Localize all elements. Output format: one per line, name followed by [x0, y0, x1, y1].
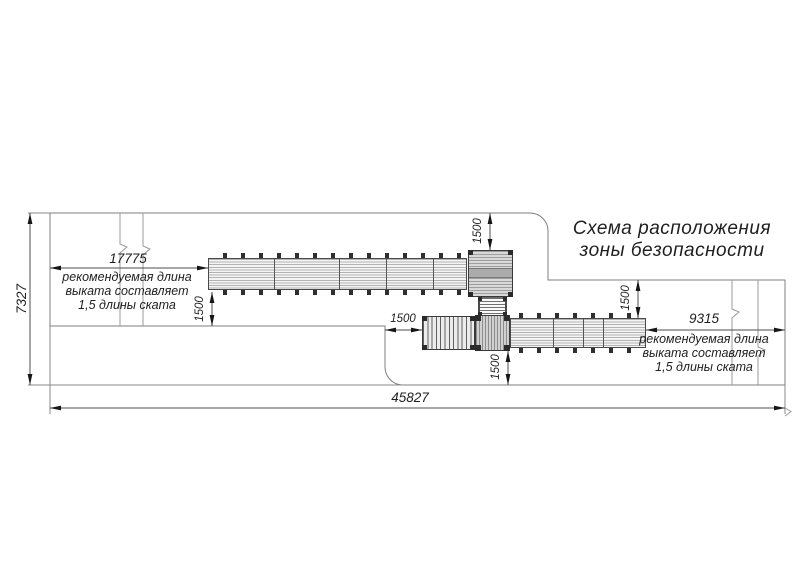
dimension-total-length	[50, 405, 785, 411]
dim-value-clearance-lower-slide-top: 1500	[620, 285, 632, 311]
upper-slide-posts-top	[209, 253, 466, 258]
lower-platform	[475, 315, 510, 351]
dim-value-clearance-tower-top: 1500	[472, 218, 484, 244]
tower-post	[508, 292, 513, 297]
dim-value-total-depth: 7327	[14, 283, 29, 315]
slide-section-divider	[339, 259, 340, 289]
tube-post	[422, 316, 427, 321]
dimension-clearance-lower-slide-top	[635, 280, 641, 318]
dim-value-clearance-lower-tower-bottom: 1500	[490, 354, 502, 380]
note-right-line3: 1,5 длины ската	[655, 360, 753, 374]
lower-slide-posts-top	[511, 313, 645, 318]
break-lines	[119, 213, 792, 417]
dimension-runout-left	[50, 265, 208, 271]
ladder-post	[503, 297, 507, 301]
dimension-clearance-tower-top	[487, 213, 493, 250]
lower-slide-ramp	[510, 318, 646, 348]
slide-section-divider	[583, 319, 584, 347]
dimension-clearance-tube-left	[385, 327, 422, 333]
slide-section-divider	[274, 259, 275, 289]
lower-slide-posts-bottom	[511, 348, 645, 353]
drawing-title-line2: зоны безопасности	[579, 240, 765, 261]
tube-post	[470, 316, 475, 321]
extension-lines	[28, 212, 786, 414]
tower-mid-band	[469, 268, 512, 278]
tower-post	[468, 250, 473, 255]
slide-section-divider	[553, 319, 554, 347]
dimension-clearance-upper-slide-bottom	[209, 292, 215, 326]
note-left-line3: 1,5 длины ската	[78, 298, 176, 312]
slide-section-divider	[603, 319, 604, 347]
drawing-title-line1: Схема расположения	[572, 218, 772, 239]
ladder-post	[478, 297, 482, 301]
dimension-total-depth	[27, 213, 33, 385]
crawl-tube	[422, 316, 475, 350]
platform-post	[475, 315, 481, 321]
tube-post	[470, 345, 475, 350]
note-left-line1: рекомендуемая длина	[62, 270, 192, 284]
platform-post	[475, 345, 481, 351]
safety-zone-outline	[49, 212, 786, 386]
ladder-post	[478, 312, 482, 316]
ladder-post	[503, 312, 507, 316]
upper-slide-posts-bottom	[209, 290, 466, 295]
slide-section-divider	[386, 259, 387, 289]
slide-section-divider	[433, 259, 434, 289]
note-left-line2: выката составляет	[65, 284, 189, 298]
upper-slide-ramp	[208, 258, 467, 290]
upper-tower	[468, 250, 513, 297]
platform-post	[504, 315, 510, 321]
tube-post	[422, 345, 427, 350]
note-right-line2: выката составляет	[642, 346, 766, 360]
tower-post	[508, 250, 513, 255]
dim-value-runout-left: 17775	[109, 251, 147, 266]
tower-post	[468, 292, 473, 297]
note-right-line1: рекомендуемая длина	[639, 332, 769, 346]
dimension-clearance-lower-tower-bottom	[505, 351, 511, 385]
dimension-runout-right	[646, 327, 785, 333]
dim-value-runout-right: 9315	[688, 311, 720, 326]
platform-post	[504, 345, 510, 351]
dim-value-total-length: 45827	[391, 390, 429, 405]
dim-value-clearance-upper-slide-bottom: 1500	[194, 296, 206, 322]
dim-value-clearance-tube-left: 1500	[390, 313, 416, 325]
